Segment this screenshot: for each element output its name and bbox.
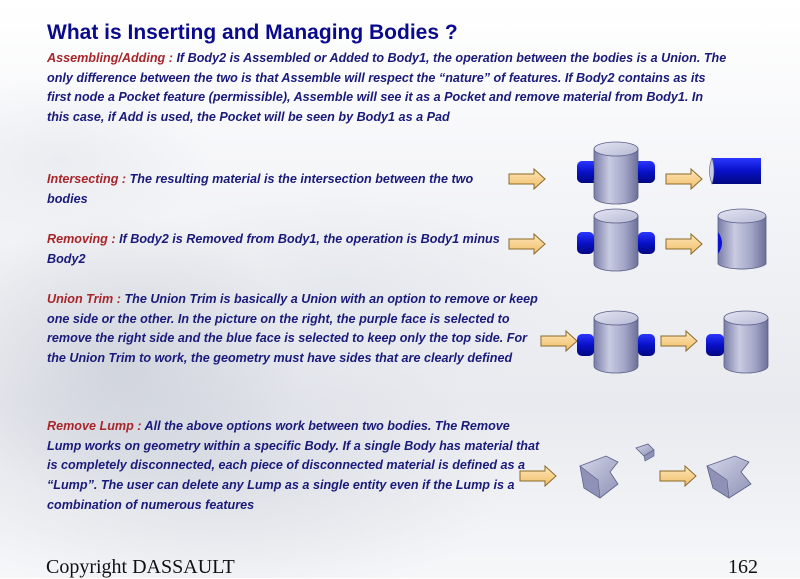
- lump-blocks-figure: [579, 443, 655, 499]
- cylinder-minus-bar-figure: [717, 208, 767, 270]
- arrow-right-icon: [660, 329, 698, 353]
- section-text: The resulting material is the intersecti…: [47, 172, 474, 206]
- section-label: Assembling/Adding :: [47, 51, 177, 65]
- section-label: Remove Lump :: [47, 419, 145, 433]
- section-label: Union Trim :: [47, 292, 125, 306]
- section-intersecting: Intersecting : The resulting material is…: [47, 170, 507, 209]
- arrow-right-icon: [508, 167, 546, 191]
- intersection-result-figure: [709, 157, 761, 185]
- union-trim-result-figure: [706, 310, 769, 374]
- page-title: What is Inserting and Managing Bodies ?: [47, 21, 458, 44]
- cylinder-with-blue-bar-figure: [577, 310, 655, 374]
- arrow-right-icon: [665, 167, 703, 191]
- section-text: If Body2 is Removed from Body1, the oper…: [47, 232, 500, 266]
- copyright-footer: Copyright DASSAULT: [46, 556, 235, 578]
- section-removing: Removing : If Body2 is Removed from Body…: [47, 230, 507, 269]
- arrow-right-icon: [519, 464, 557, 488]
- lump-removed-figure: [706, 455, 752, 499]
- arrow-right-icon: [508, 232, 546, 256]
- arrow-right-icon: [659, 464, 697, 488]
- cylinder-with-blue-bar-figure: [577, 208, 655, 272]
- section-union-trim: Union Trim : The Union Trim is basically…: [47, 290, 539, 369]
- section-text: If Body2 is Assembled or Added to Body1,…: [47, 51, 727, 125]
- section-label: Intersecting :: [47, 172, 130, 186]
- page-number: 162: [728, 556, 758, 578]
- section-remove-lump: Remove Lump : All the above options work…: [47, 417, 547, 516]
- section-label: Removing :: [47, 232, 120, 246]
- arrow-right-icon: [540, 329, 578, 353]
- section-assembling: Assembling/Adding : If Body2 is Assemble…: [47, 49, 727, 128]
- arrow-right-icon: [665, 232, 703, 256]
- section-text: The Union Trim is basically a Union with…: [47, 292, 538, 366]
- cylinder-with-blue-bar-figure: [577, 141, 655, 205]
- section-text: All the above options work between two b…: [47, 419, 540, 512]
